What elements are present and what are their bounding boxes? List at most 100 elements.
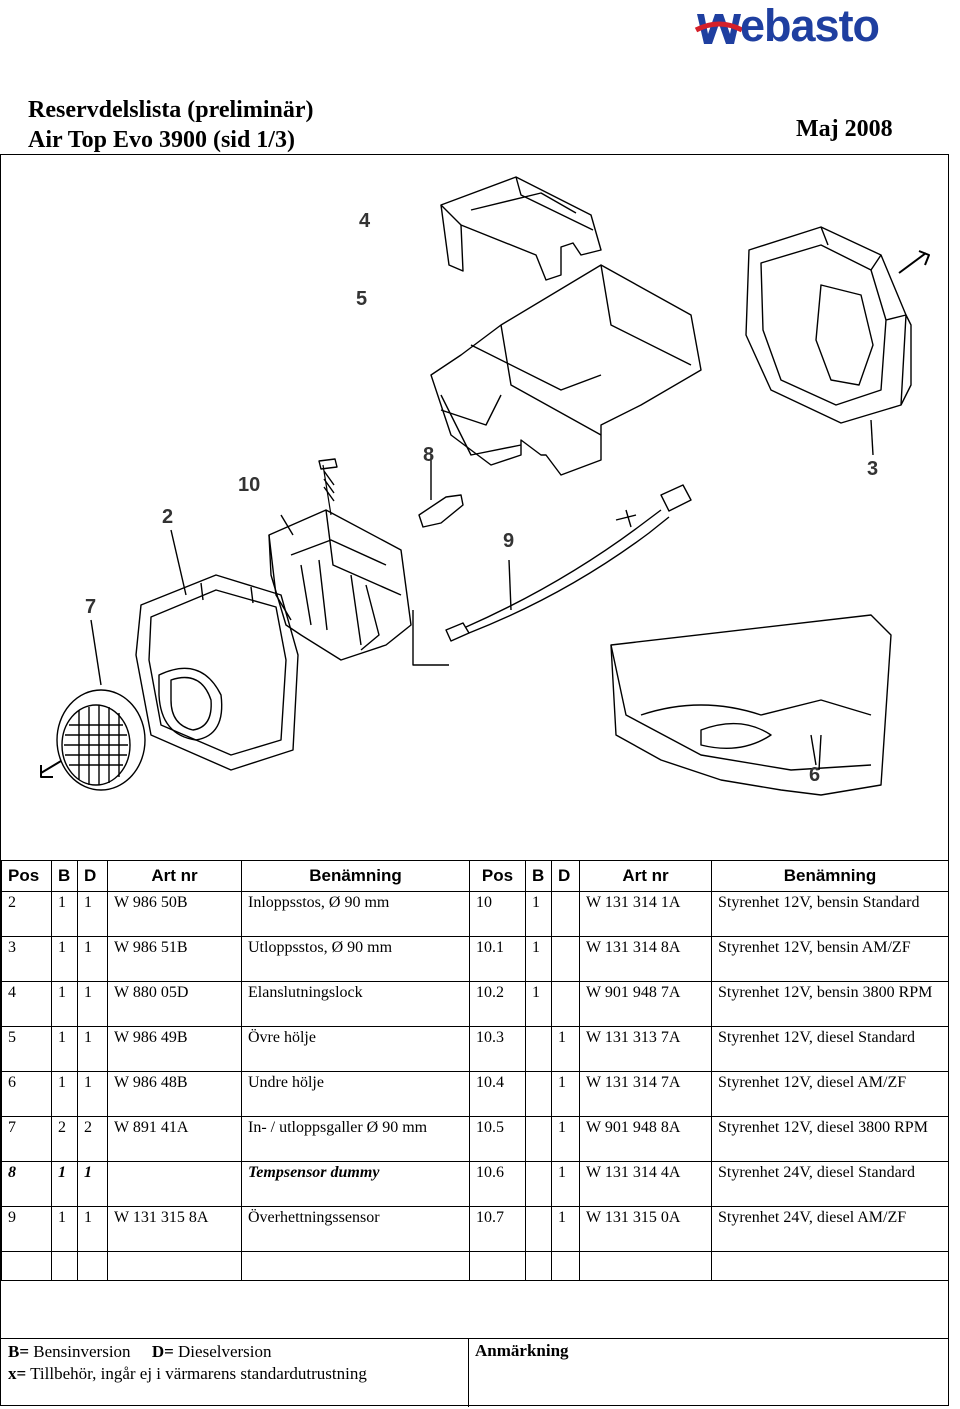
cell-d: 1 xyxy=(77,981,108,1027)
cell-b-2 xyxy=(525,1071,552,1117)
part-5-upper-casing-drawing xyxy=(430,264,702,476)
cell-art-nr: W 986 49B xyxy=(107,1026,242,1072)
cell-benamning: Undre hölje xyxy=(241,1071,470,1117)
webasto-w-icon xyxy=(694,14,744,44)
table-row: 2 1 1 W 986 50B Inloppsstos, Ø 90 mm 10 … xyxy=(1,891,949,937)
cell-d: 1 xyxy=(77,936,108,982)
parts-table: Pos B D Art nr Benämning Pos B D Art nr … xyxy=(1,860,949,1281)
cell-b-2: 1 xyxy=(525,981,552,1027)
callout-6: 6 xyxy=(809,764,820,786)
part-3-outlet-drawing xyxy=(745,226,930,456)
callout-8: 8 xyxy=(423,444,434,466)
cell-b-2 xyxy=(525,1116,552,1162)
cell-benamning-2: Styrenhet 12V, bensin 3800 RPM xyxy=(711,981,949,1027)
cell-b: 2 xyxy=(51,1116,78,1162)
part-6-lower-casing-drawing xyxy=(610,614,892,796)
cell-b: 1 xyxy=(51,1026,78,1072)
table-row: 6 1 1 W 986 48B Undre hölje 10.4 1 W 131… xyxy=(1,1071,949,1117)
cell-art-nr-2: W 131 313 7A xyxy=(579,1026,712,1072)
cell-benamning-2: Styrenhet 24V, diesel Standard xyxy=(711,1161,949,1207)
title-line-2: Air Top Evo 3900 (sid 1/3) xyxy=(28,127,295,153)
cell-art-nr-2: W 131 315 0A xyxy=(579,1206,712,1252)
content-frame xyxy=(0,154,949,1406)
cell-art-nr-2: W 131 314 1A xyxy=(579,891,712,937)
cell-benamning-2: Styrenhet 12V, diesel Standard xyxy=(711,1026,949,1072)
legend-d-key: D= xyxy=(151,1342,174,1361)
cell-art-nr-2: W 901 948 8A xyxy=(579,1116,712,1162)
cell-b-2 xyxy=(525,1026,552,1072)
part-9-overheat-sensor-drawing xyxy=(412,484,692,666)
cell-d-2: 1 xyxy=(551,1161,580,1207)
callout-2: 2 xyxy=(162,506,173,528)
callout-7: 7 xyxy=(85,596,96,618)
cell-b: 1 xyxy=(51,936,78,982)
col-header-benamning-2: Benämning xyxy=(711,860,949,892)
table-row: 4 1 1 W 880 05D Elanslutningslock 10.2 1… xyxy=(1,981,949,1027)
cell-d: 1 xyxy=(77,1026,108,1072)
col-header-art-nr: Art nr xyxy=(107,860,242,892)
legend-x-text: Tillbehör, ingår ej i värmarens standard… xyxy=(26,1364,367,1383)
cell-art-nr: W 986 48B xyxy=(107,1071,242,1117)
document-date: Maj 2008 xyxy=(796,116,893,142)
cell-b-2: 1 xyxy=(525,891,552,937)
callout-3: 3 xyxy=(867,458,878,480)
cell-b: 1 xyxy=(51,891,78,937)
cell-pos-2: 10.1 xyxy=(469,936,526,982)
cell-d-2: 1 xyxy=(551,1206,580,1252)
col-header-art-nr-2: Art nr xyxy=(579,860,712,892)
cell-pos: 6 xyxy=(1,1071,52,1117)
cell-d-2: 1 xyxy=(551,1116,580,1162)
cell-art-nr-2: W 131 314 8A xyxy=(579,936,712,982)
table-row: 8 1 1 Tempsensor dummy 10.6 1 W 131 314 … xyxy=(1,1161,949,1207)
logo-text: ebasto xyxy=(740,0,880,51)
col-header-d-2: D xyxy=(551,860,580,892)
cell-pos-2: 10 xyxy=(469,891,526,937)
col-header-b-2: B xyxy=(525,860,552,892)
table-row: 3 1 1 W 986 51B Utloppsstos, Ø 90 mm 10.… xyxy=(1,936,949,982)
legend-b-key: B= xyxy=(8,1342,30,1361)
callout-10: 10 xyxy=(238,474,260,496)
cell-d-2 xyxy=(551,891,580,937)
cell-pos-2: 10.2 xyxy=(469,981,526,1027)
cell-art-nr-2: W 131 314 7A xyxy=(579,1071,712,1117)
cell-pos: 5 xyxy=(1,1026,52,1072)
legend-footer: B= Bensinversion D= Dieselversion x= Til… xyxy=(1,1338,948,1407)
callout-5: 5 xyxy=(356,288,367,310)
cell-pos-2: 10.5 xyxy=(469,1116,526,1162)
webasto-logo: ebasto xyxy=(694,0,956,52)
cell-benamning: Inloppsstos, Ø 90 mm xyxy=(241,891,470,937)
part-8-sensor-drawing xyxy=(418,455,464,528)
cell-art-nr: W 891 41A xyxy=(107,1116,242,1162)
cell-pos-2: 10.4 xyxy=(469,1071,526,1117)
callout-9: 9 xyxy=(503,530,514,552)
cell-d-2: 1 xyxy=(551,1071,580,1117)
part-7-grille-drawing xyxy=(40,689,146,791)
col-header-pos: Pos xyxy=(1,860,52,892)
cell-pos-2: 10.7 xyxy=(469,1206,526,1252)
cell-art-nr: W 986 50B xyxy=(107,891,242,937)
cell-d-2: 1 xyxy=(551,1026,580,1072)
cell-pos: 8 xyxy=(1,1161,52,1207)
table-header-row: Pos B D Art nr Benämning Pos B D Art nr … xyxy=(1,860,949,892)
cell-benamning-2: Styrenhet 12V, diesel AM/ZF xyxy=(711,1071,949,1117)
cell-benamning-2: Styrenhet 12V, bensin AM/ZF xyxy=(711,936,949,982)
page-title: Reservdelslista (preliminär) Air Top Evo… xyxy=(28,95,314,155)
cell-art-nr-2: W 901 948 7A xyxy=(579,981,712,1027)
table-row-empty xyxy=(1,1251,949,1281)
part-4-cover-drawing xyxy=(440,176,602,281)
cell-benamning: Överhettningssensor xyxy=(241,1206,470,1252)
cell-benamning: Övre hölje xyxy=(241,1026,470,1072)
table-row: 5 1 1 W 986 49B Övre hölje 10.3 1 W 131 … xyxy=(1,1026,949,1072)
cell-benamning: Utloppsstos, Ø 90 mm xyxy=(241,936,470,982)
legend-text: B= Bensinversion D= Dieselversion x= Til… xyxy=(8,1341,367,1385)
table-row: 9 1 1 W 131 315 8A Överhettningssensor 1… xyxy=(1,1206,949,1252)
remark-label: Anmärkning xyxy=(475,1341,569,1360)
cell-d: 1 xyxy=(77,891,108,937)
col-header-benamning: Benämning xyxy=(241,860,470,892)
cell-benamning-2: Styrenhet 24V, diesel AM/ZF xyxy=(711,1206,949,1252)
cell-benamning: Elanslutningslock xyxy=(241,981,470,1027)
part-2-inlet-drawing xyxy=(135,574,299,771)
part-10-control-unit-drawing xyxy=(268,458,412,661)
cell-b-2 xyxy=(525,1206,552,1252)
cell-art-nr-2: W 131 314 4A xyxy=(579,1161,712,1207)
